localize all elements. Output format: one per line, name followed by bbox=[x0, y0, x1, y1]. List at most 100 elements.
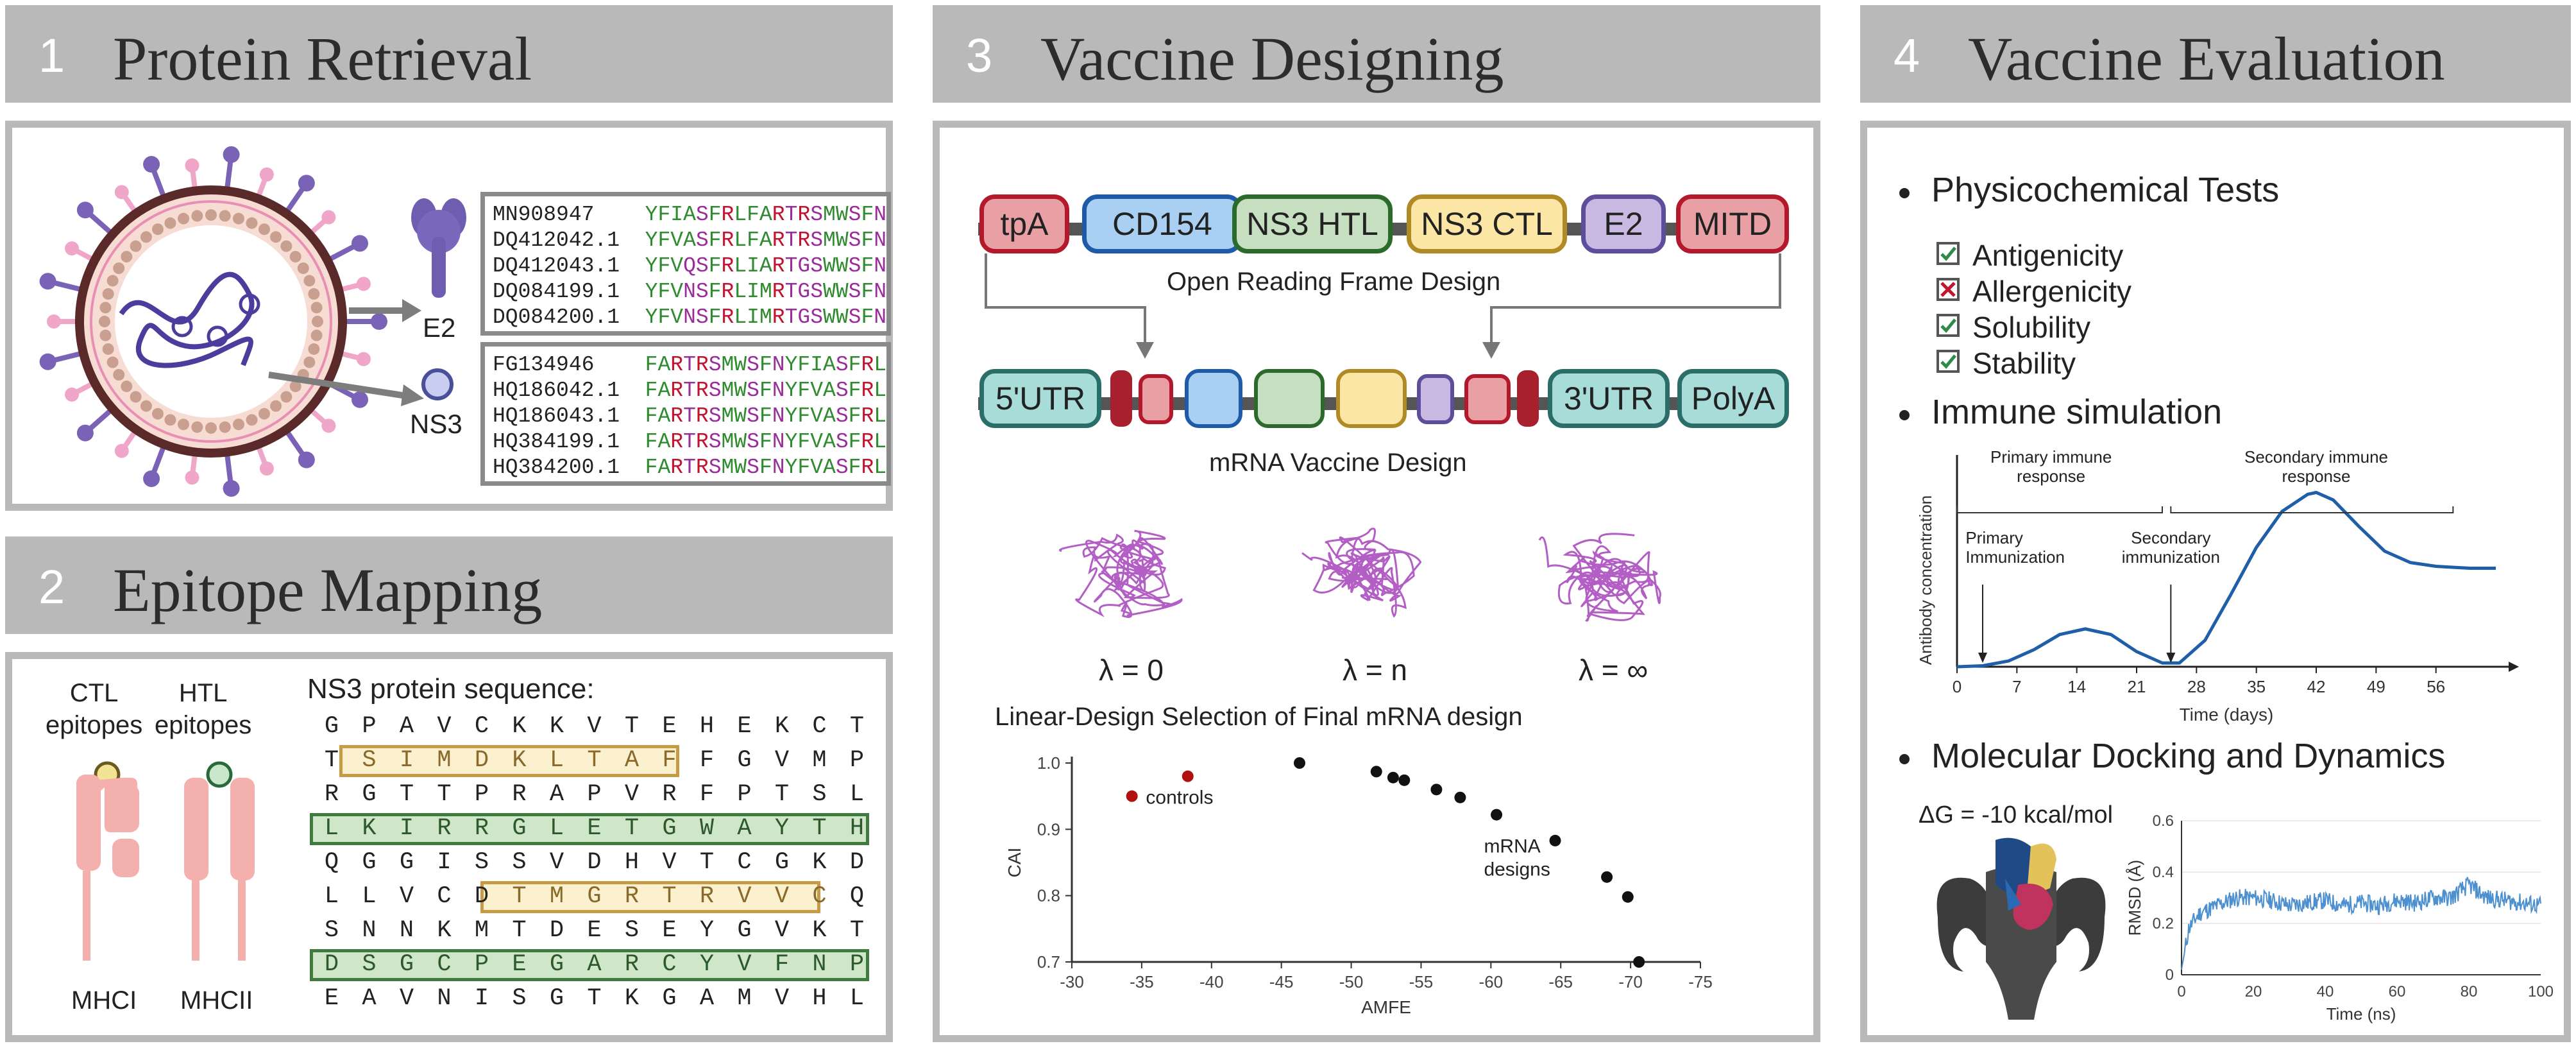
accession-id: FG134946 bbox=[493, 353, 645, 377]
test-label: Solubility bbox=[1972, 311, 2091, 344]
e2-label: E2 bbox=[423, 313, 456, 343]
htl-epitope-highlight bbox=[310, 949, 869, 981]
accession-id: HQ186042.1 bbox=[493, 379, 645, 402]
y-axis-label: RMSD (Å) bbox=[2125, 860, 2144, 936]
mrna-seg-ns3-htl bbox=[1254, 369, 1325, 428]
orf-block-mitd: MITD bbox=[1676, 194, 1789, 253]
accession-id: DQ084200.1 bbox=[493, 305, 645, 329]
y-tick-label: 0.4 bbox=[2153, 864, 2174, 881]
x-tick-label: 0 bbox=[1953, 677, 1962, 696]
section-title: Epitope Mapping bbox=[113, 556, 543, 624]
x-tick-label: 35 bbox=[2247, 677, 2266, 696]
y-axis-label: CAI bbox=[1004, 848, 1024, 878]
accession-id: DQ084199.1 bbox=[493, 280, 645, 304]
section-header-2: 2 Epitope Mapping bbox=[5, 536, 893, 634]
orf-caption: Open Reading Frame Design bbox=[1167, 268, 1501, 296]
x-tick-label: 0 bbox=[2177, 983, 2185, 1000]
accession-id: DQ412042.1 bbox=[493, 228, 645, 252]
accession-id: HQ186043.1 bbox=[493, 404, 645, 428]
checkbox-checked-icon bbox=[1936, 350, 1960, 373]
orf-block-e2: E2 bbox=[1581, 194, 1666, 253]
ns3-protein-icon bbox=[421, 368, 453, 400]
aligned-sequence: FARTRSMWSFNYFVASFRL bbox=[645, 456, 887, 479]
mrna-seg-e2 bbox=[1417, 374, 1454, 424]
mrna-seg-tpa bbox=[1139, 374, 1173, 424]
ctl-epitope-highlight bbox=[339, 745, 679, 777]
section-number: 1 bbox=[38, 29, 65, 82]
scatter-point bbox=[1126, 790, 1138, 802]
x-tick-label: -60 bbox=[1479, 972, 1504, 991]
checkbox-checked-icon bbox=[1936, 314, 1960, 337]
test-label: Allergenicity bbox=[1972, 275, 2131, 308]
rmsd-trace bbox=[2181, 877, 2541, 970]
scatter-point bbox=[1454, 791, 1466, 803]
x-axis-label: Time (ns) bbox=[2326, 1004, 2396, 1024]
alignment-row: DQ084199.1 YFVNSFRLIMRTGSWWSFN bbox=[493, 280, 886, 304]
x-tick-label: 60 bbox=[2389, 983, 2406, 1000]
y-tick-label: 0.6 bbox=[2153, 812, 2174, 830]
arrow-head bbox=[2166, 653, 2176, 663]
antibody-curve bbox=[1956, 490, 2496, 669]
scatter-point bbox=[1370, 766, 1382, 778]
scatter-point bbox=[1622, 891, 1634, 903]
x-axis-label: AMFE bbox=[1361, 997, 1411, 1013]
section-number: 2 bbox=[38, 560, 65, 613]
aligned-sequence: YFVQSFRLIARTGSWWSFN bbox=[645, 254, 887, 278]
scatter-point bbox=[1633, 956, 1645, 968]
x-tick-label: 20 bbox=[2245, 983, 2262, 1000]
mrna-caption: mRNA Vaccine Design bbox=[1209, 449, 1467, 477]
section-title: Vaccine Evaluation bbox=[1968, 24, 2445, 93]
orf-block-ns3-ctl: NS3 CTL bbox=[1407, 194, 1567, 253]
mrna-seg-ns3-ctl bbox=[1336, 369, 1407, 428]
mrna-seg-mitd bbox=[1464, 374, 1511, 424]
accession-id: MN908947 bbox=[493, 203, 645, 227]
x-tick-label: -45 bbox=[1269, 972, 1294, 991]
scatter-point bbox=[1293, 757, 1305, 769]
x-tick-label: 42 bbox=[2307, 677, 2326, 696]
aligned-sequence: FARTRSMWSFNYFVASFRL bbox=[645, 404, 887, 428]
rna-secondary-structure bbox=[1059, 529, 1183, 618]
lambda-label-0: λ = 0 bbox=[1099, 653, 1164, 687]
x-tick-label: -70 bbox=[1618, 972, 1643, 991]
mrna-seg-cd154 bbox=[1185, 369, 1242, 428]
primary-bracket bbox=[1956, 506, 2163, 513]
x-tick-label: -75 bbox=[1688, 972, 1713, 991]
rna-secondary-structure bbox=[1301, 527, 1422, 618]
alignment-row: HQ384199.1 FARTRSMWSFNYFVASFRL bbox=[493, 430, 886, 454]
htl-epitope-highlight bbox=[310, 813, 869, 845]
x-tick-label: 21 bbox=[2128, 677, 2146, 696]
scatter-point bbox=[1387, 771, 1399, 784]
scatter-point bbox=[1182, 770, 1194, 782]
x-tick-label: -30 bbox=[1060, 972, 1084, 991]
alignment-row: HQ186042.1 FARTRSMWSFNYFVASFRL bbox=[493, 379, 886, 402]
y-tick-label: 0.8 bbox=[1037, 886, 1060, 905]
aligned-sequence: YFVNSFRLIMRTGSWWSFN bbox=[645, 305, 887, 329]
x-tick-label: 80 bbox=[2461, 983, 2478, 1000]
mhc-receptors-illustration bbox=[76, 761, 255, 961]
mrna-5utr: 5'UTR bbox=[979, 369, 1101, 428]
x-tick-label: 28 bbox=[2187, 677, 2206, 696]
ns3-label: NS3 bbox=[410, 409, 462, 439]
x-tick-label: 49 bbox=[2367, 677, 2385, 696]
physico-title: Physicochemical Tests bbox=[1931, 171, 2280, 209]
checkbox-failed-icon bbox=[1936, 278, 1960, 301]
alignment-row: MN908947 YFIASFRLFARTRSMWSFN bbox=[493, 203, 886, 227]
aligned-sequence: FARTRSMWSFNYFVASFRL bbox=[645, 379, 887, 402]
x-tick-label: 100 bbox=[2528, 983, 2554, 1000]
immune-title: Immune simulation bbox=[1931, 393, 2223, 431]
alignment-row: DQ084200.1 YFVNSFRLIMRTGSWWSFN bbox=[493, 305, 886, 329]
accession-id: DQ412043.1 bbox=[493, 254, 645, 278]
